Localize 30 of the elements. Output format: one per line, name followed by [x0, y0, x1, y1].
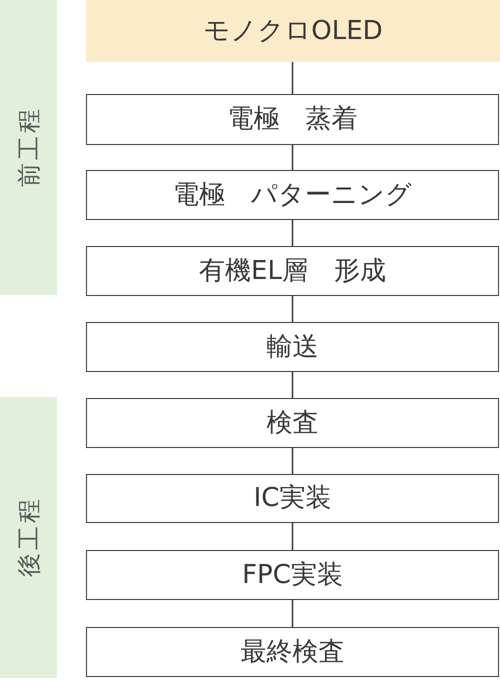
process-box: [86, 170, 499, 220]
process-label: 輸送: [266, 332, 318, 362]
connector-line: [292, 448, 294, 474]
connector-line: [292, 220, 294, 246]
process-label: 最終検査: [240, 638, 344, 666]
process-box: [86, 246, 499, 296]
process-label: 有機EL層 形成: [199, 256, 386, 286]
process-box: [86, 322, 499, 372]
product-label: モノクロOLED: [203, 16, 383, 46]
stage-band: [0, 397, 57, 678]
process-box: [86, 627, 499, 677]
product-band: [86, 0, 500, 62]
process-label: IC実装: [254, 484, 332, 513]
connector-line: [292, 523, 294, 550]
connector-line: [292, 62, 294, 94]
process-label: FPC実装: [242, 560, 343, 590]
process-box: [86, 398, 499, 448]
connector-line: [292, 600, 294, 627]
connector-line: [292, 372, 294, 398]
process-box: [86, 94, 499, 145]
process-box: [86, 474, 499, 523]
process-label: 電極 蒸着: [228, 105, 358, 134]
connector-line: [292, 145, 294, 170]
stage-label: 後工程: [15, 496, 42, 579]
stage-band: [0, 0, 57, 295]
connector-line: [292, 296, 294, 322]
stage-label: 前工程: [15, 106, 42, 188]
process-box: [86, 550, 499, 600]
process-label: 電極 パターニング: [173, 180, 412, 210]
process-label: 検査: [266, 408, 318, 438]
